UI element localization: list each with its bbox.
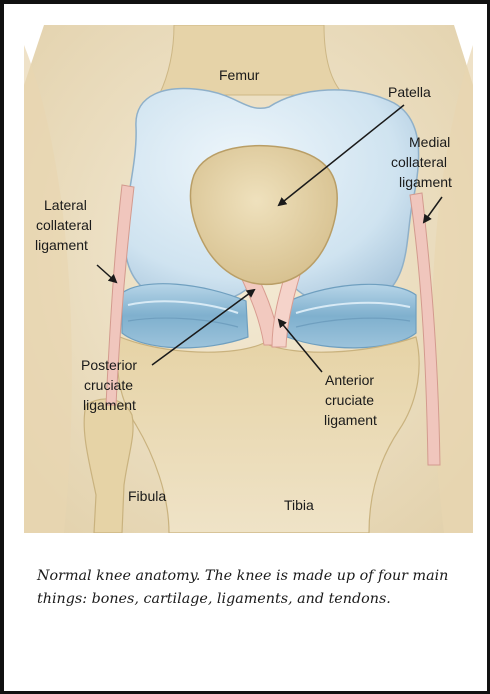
tibia-label: Tibia (284, 497, 314, 513)
femur-shaft (159, 25, 344, 95)
femur-label: Femur (219, 67, 260, 83)
lateral-collateral-label: Lateral collateral ligament (35, 197, 96, 253)
patella-label: Patella (388, 84, 431, 100)
knee-anatomy-illustration: Femur Patella Medial collateral ligament… (24, 25, 473, 533)
fibula-label: Fibula (128, 488, 166, 504)
anterior-cruciate-label: Anterior cruciate ligament (324, 372, 378, 428)
posterior-cruciate-label: Posterior cruciate ligament (81, 357, 141, 413)
figure-caption: Normal knee anatomy. The knee is made up… (37, 565, 467, 611)
